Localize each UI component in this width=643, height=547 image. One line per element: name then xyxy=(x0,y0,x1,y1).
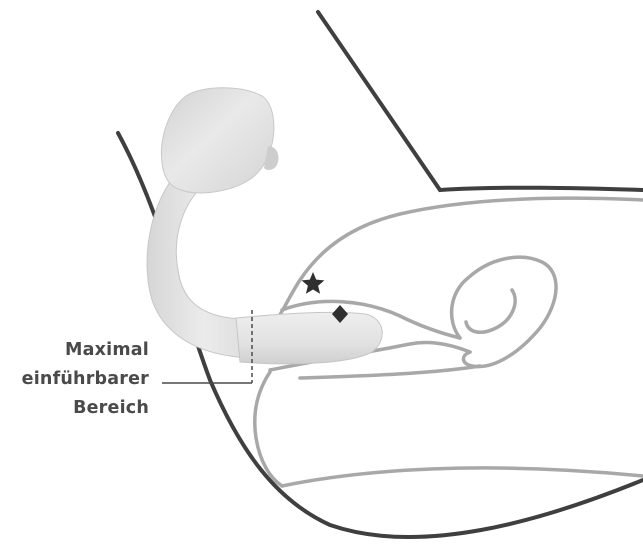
organ-inner-curl xyxy=(466,290,515,332)
back-outline xyxy=(318,12,643,190)
lower-tract-outline xyxy=(255,372,643,486)
label-line-3: Bereich xyxy=(0,394,149,423)
device-shaft xyxy=(236,312,382,364)
label-line-2: einführbarer xyxy=(0,365,149,394)
device-head xyxy=(161,88,273,193)
lower-channel xyxy=(300,366,480,378)
label-line-1: Maximal xyxy=(0,336,149,365)
insertion-area-label: Maximal einführbarer Bereich xyxy=(0,336,149,423)
